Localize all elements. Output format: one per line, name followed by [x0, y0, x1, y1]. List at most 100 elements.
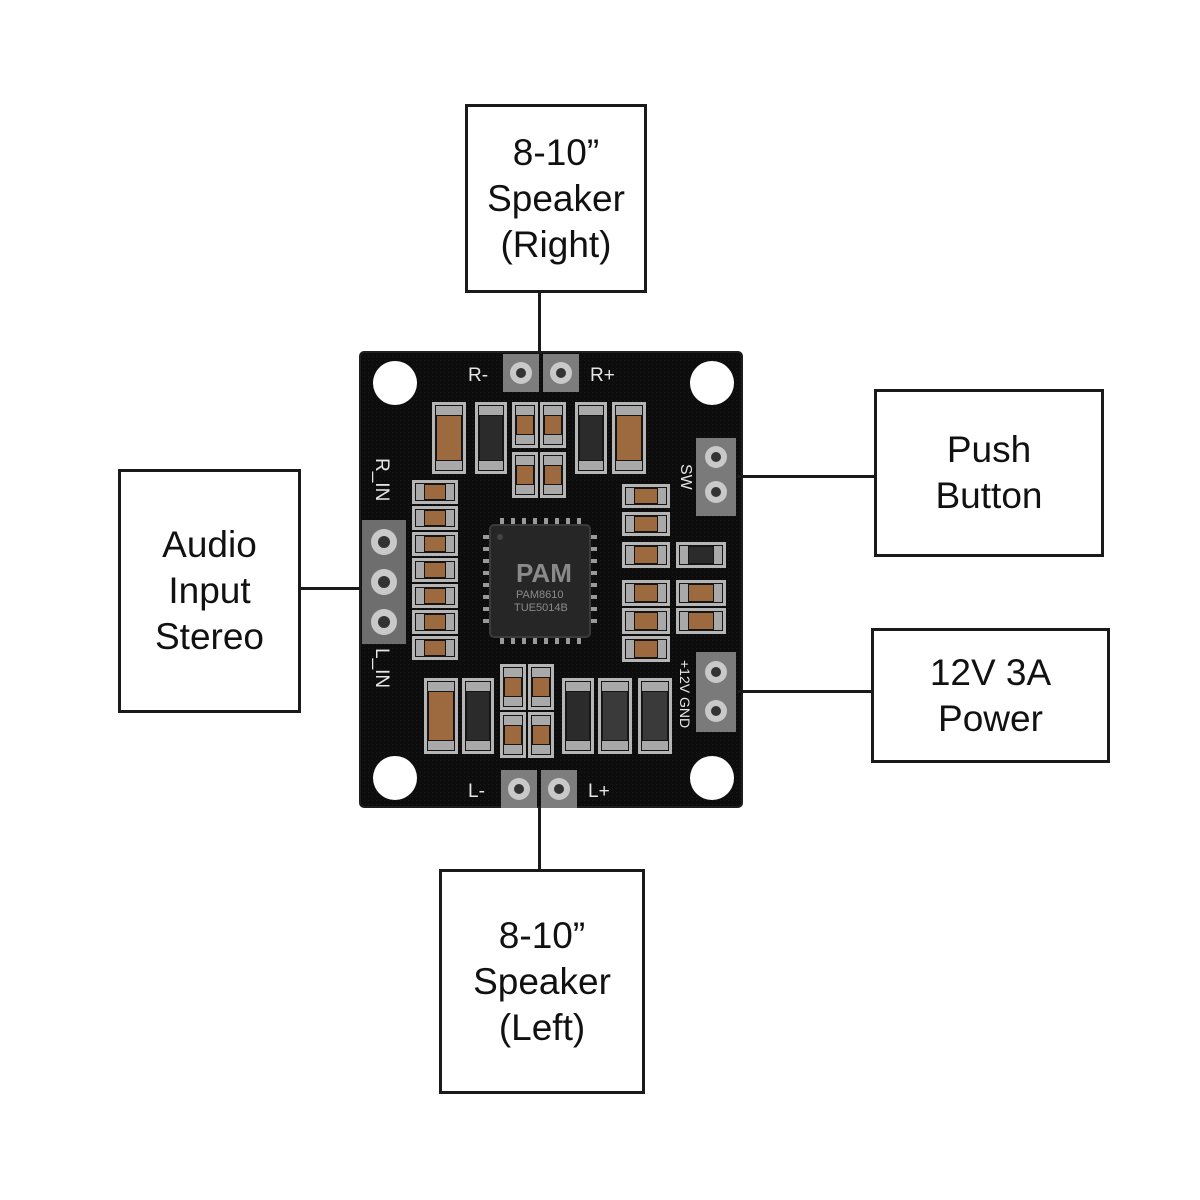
- amplifier-chip: PAM PAM8610 TUE5014B: [483, 518, 597, 644]
- l-minus-label: L-: [468, 781, 485, 802]
- component-pad: [544, 406, 562, 415]
- callout-power-line-1: 12V 3A: [929, 651, 1052, 693]
- chip-pin: [500, 636, 504, 644]
- component-pad: [642, 682, 668, 691]
- component-pad: [602, 682, 628, 691]
- connector-line-power: [737, 690, 872, 693]
- chip-pin: [533, 518, 537, 526]
- chip-pin: [511, 636, 515, 644]
- component-body: [517, 466, 533, 484]
- r-in-label: R_IN: [371, 458, 392, 501]
- component-pad: [436, 406, 462, 415]
- connector-line-right-speaker: [538, 291, 541, 354]
- component-pad: [532, 668, 550, 677]
- component-pad: [446, 562, 454, 578]
- chip-logo: PAM: [516, 558, 572, 588]
- component-pad: [428, 682, 454, 691]
- chip-pin: [589, 535, 597, 539]
- chip-pin: [577, 518, 581, 526]
- component-body: [635, 641, 657, 657]
- component-pad: [626, 516, 634, 532]
- component-pad: [504, 716, 522, 725]
- callout-left-speaker: 8-10” Speaker (Left): [439, 869, 645, 1094]
- component-pad: [416, 614, 424, 630]
- callout-push-button: Push Button: [874, 389, 1104, 557]
- component-pad: [642, 741, 668, 750]
- component-pad: [516, 435, 534, 444]
- component-body: [689, 613, 713, 629]
- callout-left-speaker-line-2: Speaker: [473, 960, 611, 1002]
- component-pad: [504, 668, 522, 677]
- component-pad: [416, 640, 424, 656]
- component-body: [635, 585, 657, 601]
- component-pad: [446, 588, 454, 604]
- component-body: [467, 692, 489, 740]
- component-pad: [714, 584, 722, 602]
- component-body: [425, 485, 445, 499]
- component-body: [567, 692, 589, 740]
- component-pad: [616, 461, 642, 470]
- component-body: [425, 641, 445, 655]
- l-plus-label: L+: [588, 781, 610, 802]
- component-pad: [658, 612, 666, 630]
- component-body: [480, 416, 502, 460]
- connector-line-left-speaker: [538, 806, 541, 870]
- component-body: [425, 511, 445, 525]
- component-pad: [626, 640, 634, 658]
- mounting-hole-top-left: [373, 361, 417, 405]
- power-header: [696, 652, 736, 732]
- r-minus-label: R-: [468, 365, 488, 386]
- component-body: [437, 416, 461, 460]
- mounting-hole-bottom-right: [690, 756, 734, 800]
- component-pad: [516, 456, 534, 465]
- chip-lot: TUE5014B: [514, 602, 568, 614]
- component-body: [617, 416, 641, 460]
- component-body: [429, 692, 453, 740]
- right-speaker-terminal: [503, 354, 579, 392]
- component-pad: [658, 546, 666, 564]
- component-pad: [566, 741, 590, 750]
- component-pad: [428, 741, 454, 750]
- chip-pin: [533, 636, 537, 644]
- callout-right-speaker-line-2: Speaker: [487, 177, 625, 219]
- component-body: [689, 547, 713, 563]
- chip-pin: [544, 636, 548, 644]
- component-pad: [626, 488, 634, 504]
- component-pad: [466, 682, 490, 691]
- callout-right-speaker: 8-10” Speaker (Right): [465, 104, 647, 293]
- component-pad: [479, 406, 503, 415]
- component-body: [533, 726, 549, 744]
- component-body: [517, 416, 533, 434]
- component-pad: [658, 584, 666, 602]
- r-plus-label: R+: [590, 365, 615, 386]
- left-speaker-terminal: [501, 770, 577, 808]
- component-pad: [532, 716, 550, 725]
- component-body: [425, 615, 445, 629]
- component-pad: [658, 516, 666, 532]
- component-pad: [516, 406, 534, 415]
- component-body: [635, 613, 657, 629]
- chip-pin: [483, 619, 491, 623]
- component-pad: [579, 461, 603, 470]
- power-pins-label: +12V GND: [677, 660, 693, 728]
- mounting-hole-top-right: [690, 361, 734, 405]
- chip-pin: [566, 518, 570, 526]
- switch-header: [696, 438, 736, 516]
- component-pad: [626, 612, 634, 630]
- component-pad: [579, 406, 603, 415]
- component-pad: [544, 485, 562, 494]
- chip-pin: [589, 571, 597, 575]
- component-pad: [446, 614, 454, 630]
- component-pad: [446, 510, 454, 526]
- component-pad: [504, 745, 522, 754]
- component-pad: [658, 640, 666, 658]
- component-body: [545, 466, 561, 484]
- chip-pin: [483, 559, 491, 563]
- component-pad: [532, 745, 550, 754]
- callout-push-button-line-2: Button: [935, 475, 1043, 516]
- callout-audio-input: Audio Input Stereo: [118, 469, 301, 713]
- component-body: [505, 726, 521, 744]
- chip-pin: [483, 571, 491, 575]
- component-body: [603, 692, 627, 740]
